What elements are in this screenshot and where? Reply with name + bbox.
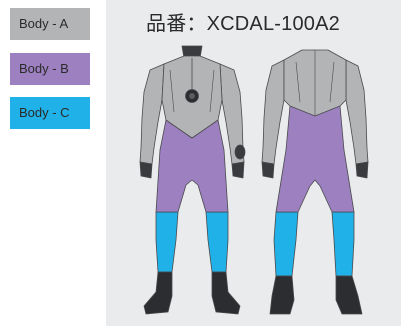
back-right-shin: [331, 211, 355, 277]
front-left-boot: [143, 271, 173, 315]
back-right-arm: [345, 59, 369, 165]
legend-swatch-body-a: Body - A: [10, 8, 90, 40]
front-right-shin: [205, 211, 229, 273]
drysuit-back: [261, 49, 369, 315]
back-left-cuff: [261, 161, 275, 179]
back-right-cuff: [355, 161, 369, 179]
back-right-boot: [335, 275, 363, 315]
legend-label-body-a: Body - A: [19, 16, 69, 31]
front-dump-valve: [234, 144, 246, 160]
product-panel: 品番：XCDAL-100A2: [106, 0, 401, 326]
legend-label-body-c: Body - C: [19, 105, 70, 120]
legend-label-body-b: Body - B: [19, 61, 69, 76]
back-left-arm: [261, 59, 285, 165]
back-left-boot: [269, 275, 295, 315]
product-title: 品番：XCDAL-100A2: [146, 13, 340, 35]
front-right-boot: [211, 271, 241, 315]
front-left-cuff: [139, 161, 153, 179]
back-left-shin: [273, 211, 299, 277]
legend-swatch-body-c: Body - C: [10, 97, 90, 129]
back-lower-body: [275, 105, 355, 213]
front-left-shin: [155, 211, 179, 273]
legend-swatch-body-b: Body - B: [10, 53, 90, 85]
drysuit-front: [139, 45, 246, 315]
drysuit-illustration: [139, 45, 369, 315]
front-right-cuff: [231, 161, 245, 179]
